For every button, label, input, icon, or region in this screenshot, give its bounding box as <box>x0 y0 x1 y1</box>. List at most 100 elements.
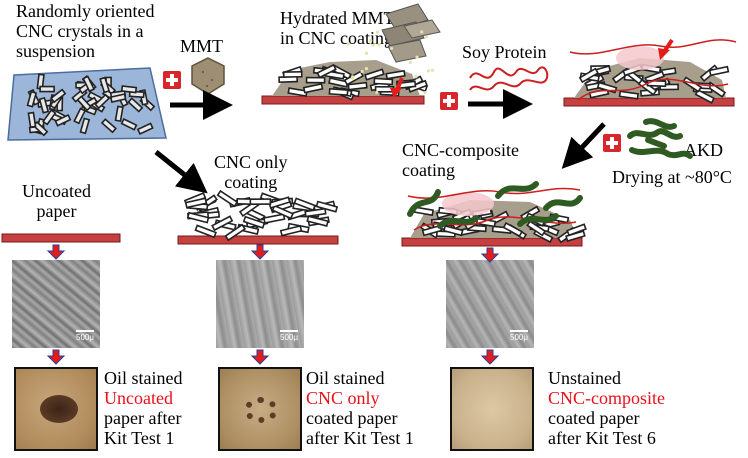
down-arrow-icon <box>46 244 66 260</box>
cnc-crystal <box>82 75 96 93</box>
akd-icon <box>627 118 693 159</box>
arrow-icon <box>154 150 208 194</box>
cnc-crystal <box>184 197 208 209</box>
akd-strands <box>407 181 583 229</box>
cnc-crystal <box>618 90 639 100</box>
water-dot <box>420 30 424 34</box>
cnc-crystal <box>578 67 600 84</box>
cnc-crystal <box>100 118 117 134</box>
kit-test-photo-uncoated <box>14 367 98 451</box>
cnc-crystal <box>316 63 337 79</box>
cnc-crystal <box>242 215 266 229</box>
kit-test-photo-composite <box>450 367 534 451</box>
suspension-label: Randomly oriented CNC crystals in a susp… <box>16 1 155 61</box>
water-dot <box>346 42 350 46</box>
hydrated-mmt-label: Hydrated MMT in CNC coating <box>280 8 395 48</box>
cnc-crystal <box>79 117 91 135</box>
hydrated-mmt-coating <box>261 3 441 105</box>
cnc-crystal <box>306 215 329 228</box>
water-dot <box>377 43 381 47</box>
cnc-crystal <box>76 95 92 112</box>
cnc-crystal <box>39 85 55 93</box>
oil-stain <box>244 397 278 423</box>
caption-cnc-only: Oil stained CNC only coated paper after … <box>306 368 414 448</box>
water-dot <box>360 69 364 74</box>
cnc-crystal <box>94 93 111 110</box>
cnc-crystal <box>682 76 703 93</box>
water-dot <box>375 30 380 34</box>
cnc-crystal <box>305 76 326 84</box>
cnc-crystal <box>120 85 138 94</box>
mmt-hexagon-icon <box>191 57 225 95</box>
mmt-flakes <box>381 3 441 63</box>
arrow-icon <box>561 122 606 169</box>
down-arrow-icon <box>480 349 500 365</box>
uncoated-paper-strip <box>1 233 121 243</box>
drying-label: Drying at ~80°C <box>612 167 732 187</box>
uncoated-paper-label: Uncoated paper <box>22 181 91 221</box>
caption-uncoated: Oil stained Uncoated paper after Kit Tes… <box>104 368 183 448</box>
cnc-crystal <box>73 107 87 125</box>
down-arrow-icon <box>480 247 500 263</box>
cnc-composite-coating-stack <box>401 181 587 247</box>
scale-bar: 500μ <box>280 330 298 342</box>
cnc-crystal <box>442 224 464 237</box>
cnc-crystal <box>109 93 127 103</box>
akd-label: AKD <box>684 140 723 160</box>
water-dot <box>424 35 429 39</box>
cnc-crystal <box>42 109 57 126</box>
cnc-crystal <box>279 225 303 237</box>
cnc-suspension-plate <box>7 67 167 141</box>
cnc-crystal <box>694 88 716 104</box>
cnc-crystal <box>120 117 138 131</box>
cnc-crystal <box>186 211 210 224</box>
water-dot <box>369 38 373 43</box>
caption-composite: Unstained CNC-composite coated paper aft… <box>548 368 665 448</box>
scale-bar: 500μ <box>76 330 94 342</box>
water-dot <box>408 60 412 65</box>
cnc-crystal <box>211 215 234 232</box>
cnc-crystal <box>127 97 144 113</box>
water-dot <box>389 46 394 51</box>
soy-protein-label: Soy Protein <box>462 42 547 62</box>
cnc-crystal <box>249 198 272 206</box>
soy-protein-icon <box>469 66 549 91</box>
cnc-crystal <box>315 200 339 213</box>
water-dot <box>364 51 369 55</box>
cnc-crystal <box>373 77 394 86</box>
water-dot <box>426 69 430 73</box>
cnc-only-coating-stack <box>177 189 339 245</box>
water-dot <box>430 68 434 72</box>
cnc-crystal <box>136 122 154 135</box>
water-dot <box>351 75 355 79</box>
cnc-only-coating-label: CNC only coating <box>214 152 288 192</box>
oil-stain <box>40 395 78 423</box>
cnc-crystal <box>328 87 349 96</box>
cnc-crystal <box>268 196 291 209</box>
water-dot <box>415 55 419 59</box>
cnc-crystal <box>287 87 308 97</box>
cnc-crystal <box>708 65 730 77</box>
water-dot <box>375 90 379 95</box>
plus-icon <box>440 92 458 110</box>
cnc-crystal <box>526 220 547 237</box>
cnc-crystal <box>565 230 586 242</box>
cnc-crystal <box>302 83 324 94</box>
soy-coated-stack <box>563 38 737 107</box>
cnc-crystal <box>385 69 406 80</box>
mmt-label: MMT <box>180 36 224 56</box>
cnc-crystal <box>99 76 111 94</box>
cnc-crystal <box>502 221 523 238</box>
cnc-crystal <box>54 114 72 127</box>
cnc-composite-coating-label: CNC-composite coating <box>402 140 519 180</box>
sem-image-cnc-only: 500μ <box>216 260 304 348</box>
cnc-crystal <box>262 213 286 224</box>
plus-icon <box>603 134 621 152</box>
water-dot <box>414 75 418 79</box>
scale-bar: 500μ <box>510 330 528 342</box>
cnc-crystal <box>27 111 37 129</box>
cnc-crystal <box>194 224 217 239</box>
cnc-crystal <box>114 105 124 123</box>
